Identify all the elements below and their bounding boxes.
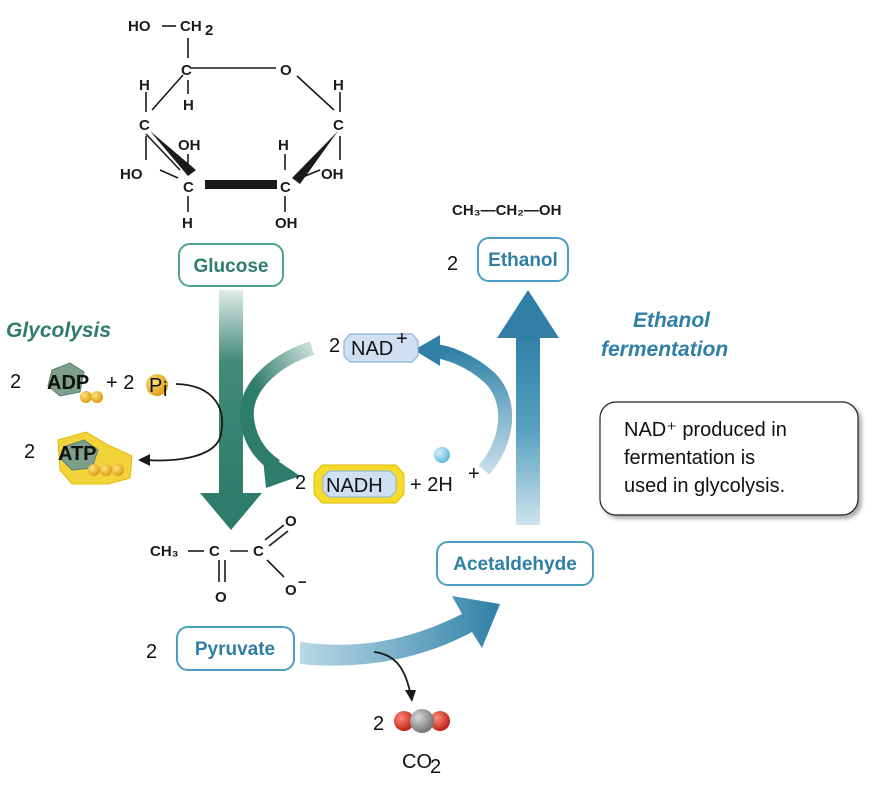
svg-text:CH: CH [180,18,202,35]
co2-label: CO 2 [402,751,441,778]
svg-text:i: i [163,379,167,401]
nad-coefficient: 2 [329,335,340,357]
nadh-badge: NADH [313,464,405,504]
ethanol-fermentation-label-line2: fermentation [601,338,728,361]
svg-text:OH: OH [275,215,298,232]
svg-text:CH₃: CH₃ [150,543,179,560]
svg-text:H: H [333,77,344,94]
phosphate-icon: P i [146,374,168,401]
svg-text:C: C [139,117,150,134]
ethanol-structural-formula: CH₃—CH₂—OH [452,202,561,219]
adp-plus-label: + 2 [106,372,134,394]
atp-coefficient: 2 [24,441,35,463]
co2-molecule-icon [394,709,450,733]
svg-text:C: C [209,543,220,560]
acetaldehyde-box: Acetaldehyde [436,541,594,586]
ethanol-box: Ethanol [477,237,569,282]
adp-to-atp-arrow [138,383,224,466]
svg-text:Pyruvate: Pyruvate [195,639,275,660]
svg-text:NAD: NAD [351,338,393,360]
svg-text:NADH: NADH [326,475,383,497]
svg-text:C: C [181,62,192,79]
svg-text:H: H [182,215,193,232]
pyruvate-to-acetaldehyde-arrow [300,596,500,666]
svg-text:ADP: ADP [47,372,89,394]
atp-icon: ATP [57,431,133,485]
pyruvate-structure: CH₃ C C O O O − [150,513,307,606]
pyruvate-coefficient: 2 [146,641,157,663]
nadh-to-nad-arc-arrow [414,335,513,475]
svg-text:O: O [215,589,227,606]
svg-text:2: 2 [205,22,213,39]
svg-text:OH: OH [321,166,344,183]
glucose-ho-ch2-label: HO [128,18,151,35]
svg-text:fermentation is: fermentation is [624,447,755,469]
h-plus-label: + 2H [410,474,453,496]
svg-text:H: H [139,77,150,94]
pyruvate-box: Pyruvate [176,626,295,671]
hydrogen-ion-icon [434,447,450,463]
co2-release-arrow [373,651,416,702]
svg-text:Glucose: Glucose [194,256,269,277]
glucose-structure [145,25,341,212]
adp-icon: ADP [47,362,103,403]
glycolysis-arrow [200,290,262,530]
svg-text:ATP: ATP [58,443,97,465]
svg-text:CO: CO [402,751,432,773]
svg-text:Ethanol: Ethanol [488,250,558,271]
svg-text:used in glycolysis.: used in glycolysis. [624,475,785,497]
svg-text:C: C [183,179,194,196]
svg-text:−: − [298,574,307,591]
nad-to-nadh-arc-arrow [239,341,315,488]
nad-plus-badge: NAD + [343,328,419,363]
svg-text:H: H [183,97,194,114]
ethanol-fermentation-label-line1: Ethanol [633,309,711,332]
nadh-coefficient: 2 [295,472,306,494]
svg-text:H: H [278,137,289,154]
svg-text:HO: HO [120,166,143,183]
ethanol-coefficient: 2 [447,253,458,275]
svg-text:OH: OH [178,137,201,154]
glucose-box: Glucose [178,243,284,287]
svg-text:O: O [285,582,297,599]
co2-coefficient: 2 [373,713,384,735]
glycolysis-label: Glycolysis [6,319,111,342]
svg-text:P: P [149,375,162,397]
svg-text:C: C [253,543,264,560]
svg-text:NAD⁺ produced in: NAD⁺ produced in [624,419,787,441]
acetaldehyde-to-ethanol-arrow [497,290,559,525]
svg-text:C: C [280,179,291,196]
svg-text:O: O [285,513,297,530]
svg-text:Acetaldehyde: Acetaldehyde [453,554,577,575]
svg-text:+: + [396,328,408,350]
svg-text:O: O [280,62,292,79]
svg-text:2: 2 [430,756,441,778]
svg-text:+: + [468,463,480,485]
note-box: NAD⁺ produced in fermentation is used in… [599,401,859,516]
svg-text:C: C [333,117,344,134]
adp-coefficient: 2 [10,371,21,393]
